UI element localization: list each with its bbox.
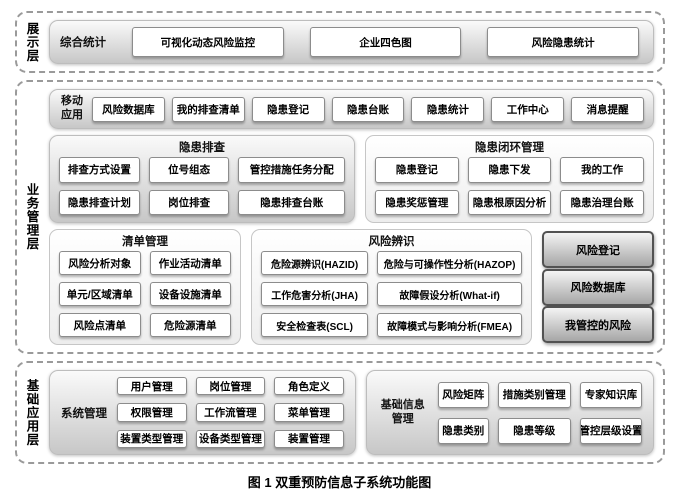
risk-method-item: 安全检查表(SCL) — [261, 313, 369, 337]
comprehensive-statistics-label: 综合统计 — [60, 37, 106, 49]
basic-info-item: 风险矩阵 — [437, 381, 489, 408]
basic-info-panel: 基础信息管理 风险矩阵 措施类别管理 专家知识库 隐患类别 隐患等级 管控层级设… — [365, 370, 654, 455]
foundation-layer-content: 系统管理 用户管理 岗位管理 角色定义 权限管理 工作流管理 菜单管理 装置类型… — [47, 363, 663, 462]
risk-method-item: 危险源辨识(HAZID) — [261, 251, 369, 275]
system-item: 菜单管理 — [274, 403, 344, 422]
figure-caption: 图 1 双重预防信息子系统功能图 — [247, 475, 432, 490]
my-controlled-risk-box: 我管控的风险 — [542, 306, 654, 343]
hazard-closed-loop-title: 隐患闭环管理 — [475, 142, 544, 154]
display-layer: 展示层 综合统计 可视化动态风险监控 企业四色图 风险隐患统计 — [15, 11, 665, 73]
list-item: 单元/区域清单 — [59, 282, 141, 306]
system-item: 岗位管理 — [195, 377, 266, 396]
risk-register-box: 风险登记 — [542, 231, 654, 268]
list-item: 风险分析对象 — [59, 251, 141, 275]
risk-identification-grid: 危险源辨识(HAZID) 危险与可操作性分析(HAZOP) 工作危害分析(JHA… — [261, 251, 522, 337]
mobile-item: 工作中心 — [491, 96, 565, 122]
basic-info-item: 隐患等级 — [497, 417, 571, 444]
business-layer-content: 移动应用 风险数据库 我的排查清单 隐患登记 隐患台账 隐患统计 工作中心 消息… — [47, 82, 663, 352]
basic-info-item: 专家知识库 — [579, 381, 642, 408]
risk-identification-panel: 风险辨识 危险源辨识(HAZID) 危险与可操作性分析(HAZOP) 工作危害分… — [251, 229, 532, 345]
hazard-inspection-title: 隐患排查 — [179, 142, 225, 154]
mobile-item: 隐患登记 — [251, 96, 325, 122]
business-row-2: 隐患排查 排查方式设置 位号组态 管控措施任务分配 隐患排查计划 岗位排查 隐患… — [49, 135, 654, 223]
closed-loop-item: 隐患治理台账 — [560, 189, 644, 215]
closed-loop-item: 隐患奖惩管理 — [375, 189, 459, 215]
closed-loop-item: 我的工作 — [560, 157, 644, 183]
display-item: 风险隐患统计 — [487, 27, 640, 57]
inspection-item: 岗位排查 — [148, 189, 230, 215]
foundation-layer-label: 基础应用层 — [24, 378, 39, 447]
display-item: 可视化动态风险监控 — [132, 27, 284, 57]
hazard-inspection-panel: 隐患排查 排查方式设置 位号组态 管控措施任务分配 隐患排查计划 岗位排查 隐患… — [49, 135, 355, 223]
basic-info-item: 措施类别管理 — [497, 381, 571, 408]
mobile-app-panel: 移动应用 风险数据库 我的排查清单 隐患登记 隐患台账 隐患统计 工作中心 消息… — [49, 89, 654, 129]
list-management-title: 清单管理 — [122, 236, 168, 248]
display-layer-label: 展示层 — [24, 21, 39, 63]
risk-identification-title: 风险辨识 — [368, 236, 415, 248]
basic-info-item: 隐患类别 — [437, 417, 489, 444]
display-item: 企业四色图 — [309, 27, 462, 57]
closed-loop-item: 隐患根原因分析 — [467, 189, 552, 215]
mobile-item: 消息提醒 — [571, 96, 645, 122]
comprehensive-statistics-panel: 综合统计 可视化动态风险监控 企业四色图 风险隐患统计 — [49, 20, 654, 64]
risk-highlight-column: 风险登记 风险数据库 我管控的风险 — [542, 229, 654, 345]
system-item: 角色定义 — [274, 377, 344, 396]
list-management-panel: 清单管理 风险分析对象 作业活动清单 单元/区域清单 设备设施清单 风险点清单 … — [49, 229, 241, 345]
list-item: 风险点清单 — [59, 313, 141, 337]
list-item: 作业活动清单 — [149, 251, 231, 275]
system-item: 权限管理 — [117, 403, 187, 422]
closed-loop-item: 隐患登记 — [375, 157, 459, 183]
inspection-item: 隐患排查台账 — [238, 189, 345, 215]
basic-info-grid: 风险矩阵 措施类别管理 专家知识库 隐患类别 隐患等级 管控层级设置 — [437, 381, 642, 444]
mobile-item: 风险数据库 — [92, 96, 165, 122]
risk-method-item: 故障假设分析(What-if) — [377, 282, 522, 306]
risk-method-item: 危险与可操作性分析(HAZOP) — [377, 251, 522, 275]
inspection-item: 排查方式设置 — [59, 157, 140, 183]
list-item: 设备设施清单 — [149, 282, 231, 306]
basic-info-label: 基础信息管理 — [380, 398, 425, 425]
system-management-grid: 用户管理 岗位管理 角色定义 权限管理 工作流管理 菜单管理 装置类型管理 设备… — [117, 377, 344, 448]
business-row-3: 清单管理 风险分析对象 作业活动清单 单元/区域清单 设备设施清单 风险点清单 … — [49, 229, 654, 345]
foundation-layer: 基础应用层 系统管理 用户管理 岗位管理 角色定义 权限管理 工作流管理 菜单管… — [15, 361, 665, 464]
inspection-item: 隐患排查计划 — [59, 189, 140, 215]
system-item: 用户管理 — [117, 377, 187, 396]
list-management-grid: 风险分析对象 作业活动清单 单元/区域清单 设备设施清单 风险点清单 危险源清单 — [59, 251, 231, 337]
hazard-closed-loop-panel: 隐患闭环管理 隐患登记 隐患下发 我的工作 隐患奖惩管理 隐患根原因分析 隐患治… — [365, 135, 654, 223]
system-item: 装置类型管理 — [117, 429, 187, 448]
inspection-item: 管控措施任务分配 — [238, 157, 345, 183]
inspection-item: 位号组态 — [148, 157, 230, 183]
list-item: 危险源清单 — [149, 313, 231, 337]
closed-loop-item: 隐患下发 — [467, 157, 552, 183]
mobile-item: 我的排查清单 — [171, 96, 245, 122]
business-layer: 业务管理层 移动应用 风险数据库 我的排查清单 隐患登记 隐患台账 隐患统计 工… — [15, 80, 665, 354]
hazard-inspection-grid: 排查方式设置 位号组态 管控措施任务分配 隐患排查计划 岗位排查 隐患排查台账 — [59, 157, 345, 215]
hazard-closed-loop-grid: 隐患登记 隐患下发 我的工作 隐患奖惩管理 隐患根原因分析 隐患治理台账 — [375, 157, 644, 215]
system-item: 装置管理 — [274, 429, 344, 448]
business-layer-label: 业务管理层 — [24, 183, 39, 251]
basic-info-item: 管控层级设置 — [579, 417, 642, 444]
mobile-app-label: 移动应用 — [61, 95, 83, 121]
system-item: 工作流管理 — [195, 403, 266, 422]
system-item: 设备类型管理 — [195, 429, 266, 448]
system-management-label: 系统管理 — [61, 407, 107, 420]
risk-database-box: 风险数据库 — [542, 268, 654, 306]
risk-method-item: 故障模式与影响分析(FMEA) — [377, 313, 522, 337]
system-management-panel: 系统管理 用户管理 岗位管理 角色定义 权限管理 工作流管理 菜单管理 装置类型… — [49, 370, 356, 455]
mobile-item: 隐患统计 — [411, 96, 485, 122]
risk-method-item: 工作危害分析(JHA) — [261, 282, 369, 306]
mobile-item: 隐患台账 — [331, 96, 405, 122]
